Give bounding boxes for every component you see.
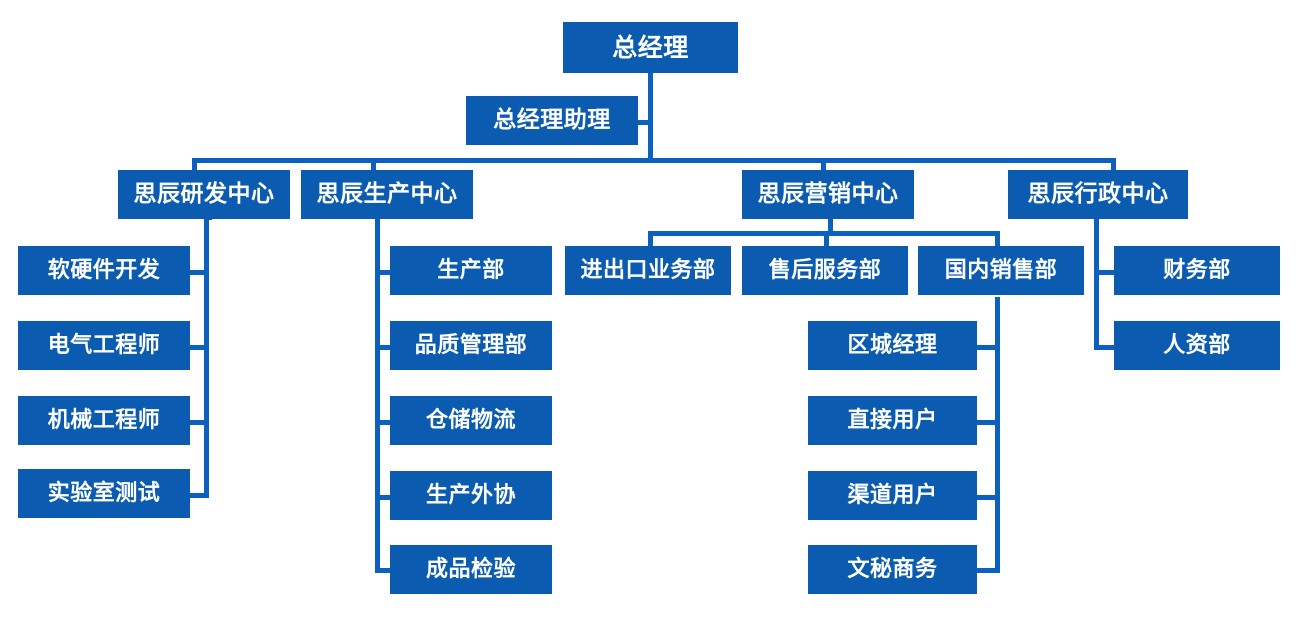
connector-sales-trunk: [995, 297, 1000, 573]
connector-admin-branch-1: [1094, 345, 1114, 350]
node-rd-child-3[interactable]: 实验室测试: [18, 469, 190, 518]
node-rd-child-1[interactable]: 电气工程师: [18, 321, 190, 370]
connector-rd-trunk: [204, 215, 209, 498]
node-admin-child-0[interactable]: 财务部: [1114, 246, 1280, 295]
connector-marketing-drop-0: [648, 231, 653, 249]
connector-drop-marketing: [821, 158, 826, 172]
node-marketing-child-1[interactable]: 售后服务部: [742, 246, 908, 295]
connector-marketing-drop-2: [995, 231, 1000, 249]
node-admin-child-1[interactable]: 人资部: [1114, 321, 1280, 370]
node-production-child-2[interactable]: 仓储物流: [390, 396, 552, 445]
node-production-child-4[interactable]: 成品检验: [390, 545, 552, 594]
node-marketing-child-2[interactable]: 国内销售部: [918, 246, 1084, 295]
connector-prod-branch-3: [375, 495, 393, 500]
connector-gm-trunk: [648, 73, 653, 161]
connector-drop-rd: [192, 158, 197, 172]
node-sales-child-1[interactable]: 直接用户: [808, 396, 977, 445]
connector-rd-branch-3: [190, 493, 209, 498]
node-sales-child-3[interactable]: 文秘商务: [808, 545, 977, 594]
connector-prod-branch-1: [375, 345, 393, 350]
node-production-center[interactable]: 思辰生产中心: [301, 170, 473, 219]
connector-drop-production: [371, 158, 376, 172]
node-marketing-center[interactable]: 思辰营销中心: [742, 170, 914, 219]
connector-rd-branch-0: [190, 270, 209, 275]
node-rd-child-2[interactable]: 机械工程师: [18, 396, 190, 445]
connector-prod-branch-4: [375, 568, 393, 573]
node-admin-center[interactable]: 思辰行政中心: [1008, 170, 1188, 219]
connector-prod-branch-0: [375, 270, 393, 275]
node-rd-center[interactable]: 思辰研发中心: [118, 170, 290, 219]
connector-sales-branch-2: [977, 495, 1000, 500]
connector-rd-branch-2: [190, 420, 209, 425]
connector-admin-trunk: [1094, 215, 1099, 348]
connector-gm-assistant-stub: [636, 120, 652, 125]
connector-sales-branch-1: [977, 420, 1000, 425]
connector-production-trunk: [375, 215, 380, 573]
connector-drop-admin: [1111, 158, 1116, 172]
connector-marketing-drop-1: [824, 231, 829, 249]
connector-level2-bar: [192, 158, 1116, 163]
node-marketing-child-0[interactable]: 进出口业务部: [565, 246, 731, 295]
node-general-manager[interactable]: 总经理: [563, 22, 738, 73]
node-sales-child-2[interactable]: 渠道用户: [808, 471, 977, 520]
connector-sales-branch-3: [977, 568, 1000, 573]
connector-prod-branch-2: [375, 420, 393, 425]
node-production-child-3[interactable]: 生产外协: [390, 471, 552, 520]
node-sales-child-0[interactable]: 区城经理: [808, 321, 977, 370]
connector-rd-branch-1: [190, 345, 209, 350]
node-production-child-0[interactable]: 生产部: [390, 246, 552, 295]
node-production-child-1[interactable]: 品质管理部: [390, 321, 552, 370]
node-gm-assistant[interactable]: 总经理助理: [466, 96, 638, 145]
connector-sales-branch-0: [977, 345, 1000, 350]
connector-marketing-stem: [828, 215, 833, 235]
connector-admin-branch-0: [1094, 270, 1114, 275]
node-rd-child-0[interactable]: 软硬件开发: [18, 246, 190, 295]
